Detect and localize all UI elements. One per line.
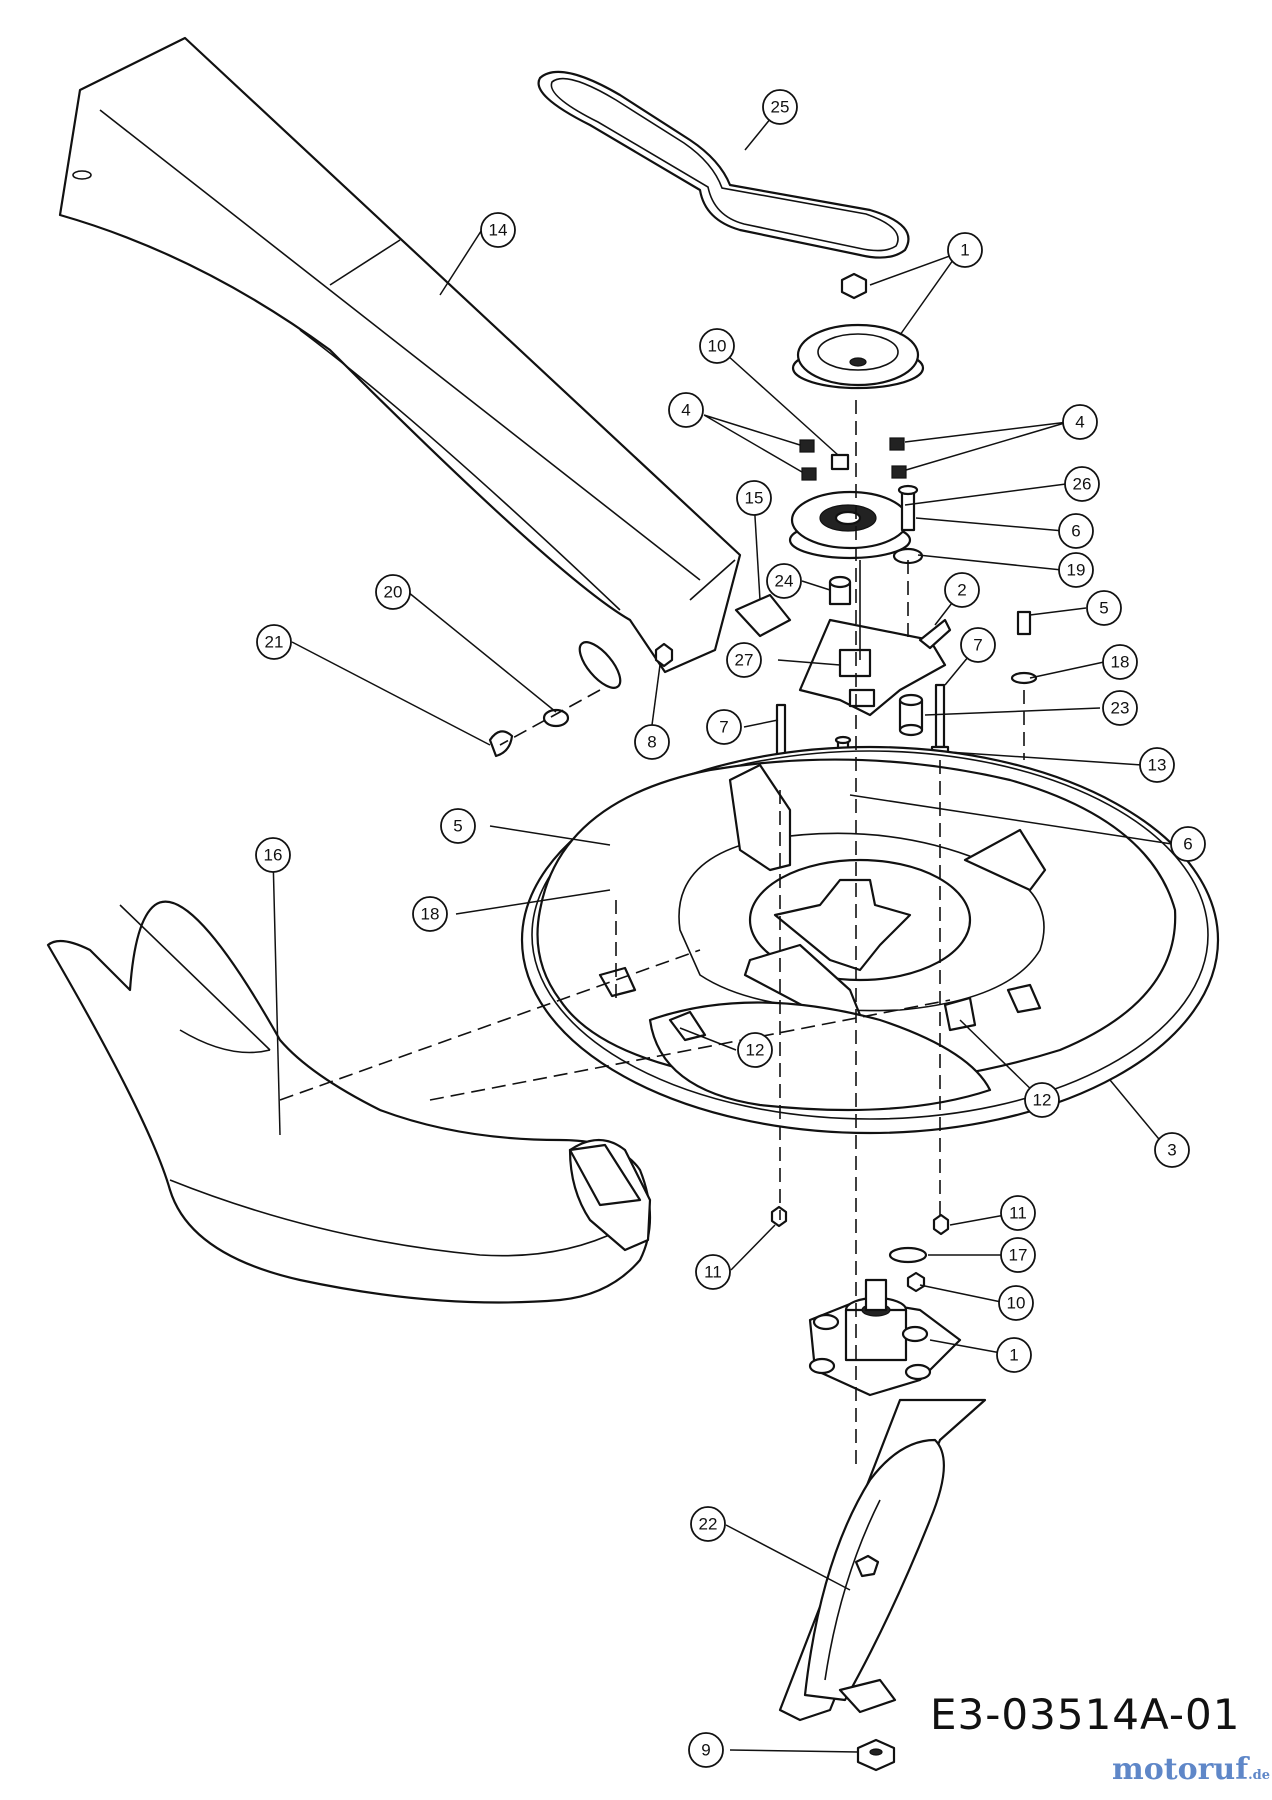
callout-6-lower: 6	[1170, 826, 1206, 862]
callout-4-left: 4	[668, 392, 704, 428]
callout-1-upper: 1	[947, 232, 983, 268]
svg-text:10: 10	[708, 337, 727, 356]
callout-8: 8	[634, 724, 670, 760]
svg-text:3: 3	[1167, 1141, 1176, 1160]
callout-20: 20	[375, 574, 411, 610]
callout-15: 15	[736, 480, 772, 516]
svg-text:6: 6	[1183, 835, 1192, 854]
callout-6-upper: 6	[1058, 513, 1094, 549]
spacer-23	[898, 693, 924, 737]
mower-deck	[520, 745, 1220, 1135]
callout-14: 14	[480, 212, 516, 248]
callout-18-upper: 18	[1102, 644, 1138, 680]
svg-text:1: 1	[960, 241, 969, 260]
callout-2: 2	[944, 572, 980, 608]
svg-text:19: 19	[1067, 561, 1086, 580]
svg-text:4: 4	[681, 401, 690, 420]
callout-17: 17	[1000, 1237, 1036, 1273]
svg-text:13: 13	[1148, 756, 1167, 775]
callout-10-lower: 10	[998, 1285, 1034, 1321]
svg-text:7: 7	[719, 718, 728, 737]
svg-text:11: 11	[704, 1263, 722, 1282]
svg-text:5: 5	[453, 817, 462, 836]
svg-text:25: 25	[771, 98, 790, 117]
svg-text:17: 17	[1009, 1246, 1028, 1265]
blade-spindle	[808, 1278, 962, 1397]
callout-25: 25	[762, 89, 798, 125]
bushing-24	[828, 575, 852, 606]
callout-13: 13	[1139, 747, 1175, 783]
svg-text:12: 12	[746, 1041, 765, 1060]
callout-9: 9	[688, 1732, 724, 1768]
spindle-hardware	[770, 1205, 950, 1293]
callout-19: 19	[1058, 552, 1094, 588]
alignment-lines	[279, 400, 1025, 1470]
callout-11-left: 11	[695, 1254, 731, 1290]
svg-text:14: 14	[489, 221, 508, 240]
discharge-chute-upper	[58, 36, 742, 674]
upper-pulley	[791, 272, 925, 390]
callout-16: 16	[255, 837, 291, 873]
leader-lines	[272, 106, 1173, 1753]
svg-text:9: 9	[701, 1741, 710, 1760]
svg-text:26: 26	[1073, 475, 1092, 494]
svg-text:23: 23	[1111, 699, 1130, 718]
callout-27: 27	[726, 642, 762, 678]
callout-1-lower: 1	[996, 1337, 1032, 1373]
svg-text:2: 2	[957, 581, 966, 600]
svg-text:12: 12	[1033, 1091, 1052, 1110]
drive-belt	[537, 70, 910, 259]
svg-text:20: 20	[384, 583, 403, 602]
callout-18-lower: 18	[412, 896, 448, 932]
callout-22: 22	[690, 1506, 726, 1542]
bolts-4	[799, 437, 907, 481]
callout-26: 26	[1064, 466, 1100, 502]
discharge-chute-lower	[46, 900, 652, 1304]
callout-23: 23	[1102, 690, 1138, 726]
svg-text:7: 7	[973, 636, 982, 655]
svg-text:16: 16	[264, 846, 283, 865]
svg-text:5: 5	[1099, 599, 1108, 618]
watermark-tld: .de	[1248, 1768, 1271, 1783]
callout-12-left: 12	[737, 1032, 773, 1068]
svg-text:15: 15	[745, 489, 764, 508]
svg-text:18: 18	[1111, 653, 1130, 672]
svg-text:11: 11	[1009, 1204, 1027, 1223]
callout-5-lower: 5	[440, 808, 476, 844]
callout-11-right: 11	[1000, 1195, 1036, 1231]
diagram-code: E3-03514A-01	[930, 1690, 1241, 1739]
svg-text:4: 4	[1075, 413, 1084, 432]
callout-3: 3	[1154, 1132, 1190, 1168]
watermark-name: motoruf	[1112, 1752, 1249, 1787]
callout-4-right: 4	[1062, 404, 1098, 440]
blade-nut	[856, 1738, 896, 1772]
callout-7-right: 7	[960, 627, 996, 663]
callout-12-right: 12	[1024, 1082, 1060, 1118]
callout-24: 24	[766, 563, 802, 599]
idler-pulley	[788, 490, 912, 560]
callout-21: 21	[256, 624, 292, 660]
idler-bracket	[798, 560, 952, 717]
callout-7-left: 7	[706, 709, 742, 745]
svg-text:21: 21	[265, 633, 284, 652]
svg-text:10: 10	[1007, 1294, 1026, 1313]
mower-blade	[778, 1398, 987, 1722]
svg-text:24: 24	[775, 572, 794, 591]
tab-15	[734, 593, 792, 638]
hardware-8-20-21	[488, 641, 674, 758]
svg-text:8: 8	[647, 733, 656, 752]
svg-text:27: 27	[735, 651, 754, 670]
svg-text:18: 18	[421, 905, 440, 924]
watermark-logo: motoruf.de	[1112, 1752, 1270, 1787]
callout-5-upper: 5	[1086, 590, 1122, 626]
callout-10-upper: 10	[699, 328, 735, 364]
svg-text:1: 1	[1009, 1346, 1018, 1365]
svg-text:22: 22	[699, 1515, 718, 1534]
svg-text:6: 6	[1071, 522, 1080, 541]
